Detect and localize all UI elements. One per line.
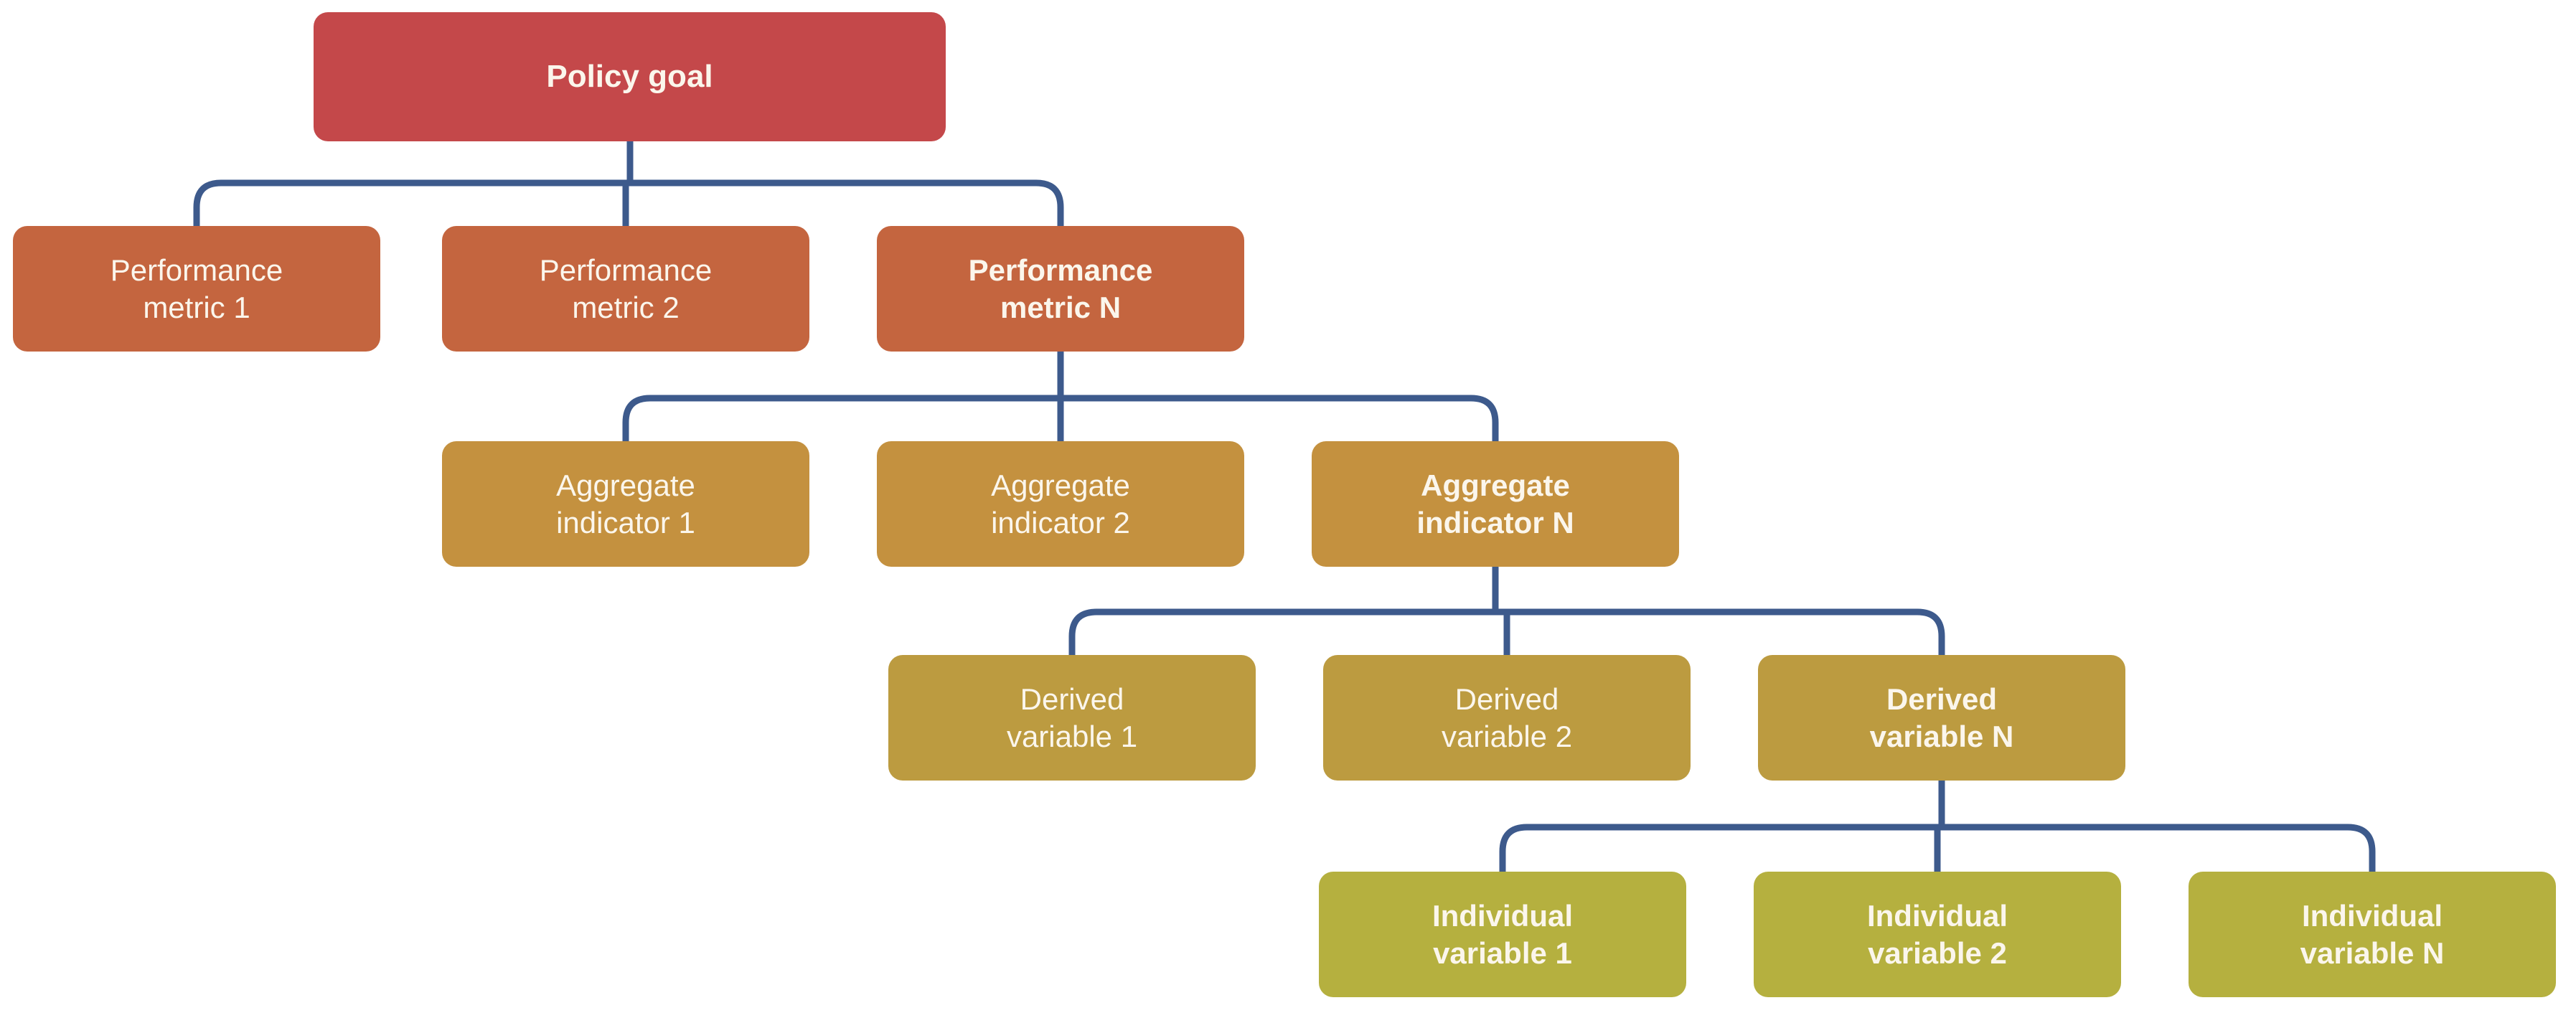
node-aggregate-indicator-n[interactable]: Aggregate indicator N	[1312, 441, 1679, 567]
node-label: Individual variable N	[2300, 899, 2445, 970]
node-performance-metric-2[interactable]: Performance metric 2	[442, 226, 809, 352]
node-label: Derived variable 1	[1006, 682, 1138, 753]
connector-bus	[1499, 824, 2376, 872]
node-label: Performance metric N	[968, 253, 1153, 324]
link-metric-n-to-aggregates	[622, 352, 1499, 441]
node-label: Aggregate indicator N	[1416, 468, 1574, 539]
connector-bus	[1068, 608, 1945, 655]
node-performance-metric-n[interactable]: Performance metric N	[877, 226, 1244, 352]
node-label: Individual variable 1	[1432, 899, 1573, 970]
connector-bus	[622, 395, 1499, 441]
node-individual-variable-n[interactable]: Individual variable N	[2189, 872, 2556, 997]
node-label: Aggregate indicator 1	[556, 468, 695, 539]
node-label: Performance metric 1	[110, 253, 283, 324]
node-label: Performance metric 2	[539, 253, 713, 324]
link-goal-to-metrics	[193, 141, 1064, 226]
connector-bus	[193, 179, 1064, 226]
node-performance-metric-1[interactable]: Performance metric 1	[13, 226, 380, 352]
node-aggregate-indicator-2[interactable]: Aggregate indicator 2	[877, 441, 1244, 567]
node-derived-variable-1[interactable]: Derived variable 1	[888, 655, 1256, 781]
node-derived-variable-2[interactable]: Derived variable 2	[1323, 655, 1691, 781]
node-derived-variable-n[interactable]: Derived variable N	[1758, 655, 2125, 781]
node-individual-variable-1[interactable]: Individual variable 1	[1319, 872, 1686, 997]
node-label: Derived variable N	[1869, 682, 2014, 753]
node-label: Individual variable 2	[1866, 899, 2008, 970]
node-aggregate-indicator-1[interactable]: Aggregate indicator 1	[442, 441, 809, 567]
node-individual-variable-2[interactable]: Individual variable 2	[1754, 872, 2121, 997]
node-label: Policy goal	[546, 59, 713, 95]
link-derived-n-to-individual	[1499, 781, 2376, 872]
node-policy-goal[interactable]: Policy goal	[314, 12, 946, 141]
node-label: Aggregate indicator 2	[991, 468, 1130, 539]
link-aggregate-n-to-derived	[1068, 567, 1945, 655]
node-label: Derived variable 2	[1441, 682, 1573, 753]
